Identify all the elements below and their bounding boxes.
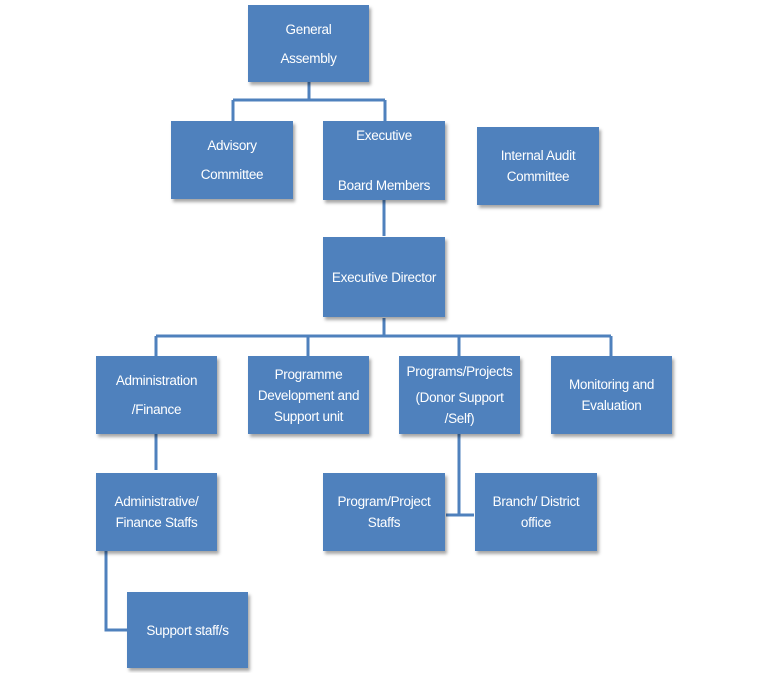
node-label-line: Finance Staffs xyxy=(115,515,198,530)
node-label-line: office xyxy=(520,515,552,530)
connector-ga-to-level2 xyxy=(231,82,387,121)
node-label-line: Committee xyxy=(200,167,264,182)
node-support-staff: Support staff/s xyxy=(127,592,248,668)
node-label-line: /Self) xyxy=(444,411,475,426)
node-label-line: Executive xyxy=(356,128,412,143)
node-admin-finance-staffs: Administrative/ Finance Staffs xyxy=(96,473,217,551)
node-label-line: Support staff/s xyxy=(146,622,229,638)
node-label-line: Internal Audit xyxy=(500,148,576,163)
node-label-line: Board Members xyxy=(337,178,431,193)
connector-programs-to-subunits xyxy=(446,434,474,517)
node-programs-projects: Programs/Projects (Donor Support /Self) xyxy=(399,356,520,434)
node-label-line: Evaluation xyxy=(581,398,642,413)
node-administration-finance: Administration /Finance xyxy=(96,356,217,434)
node-label-line: General xyxy=(285,21,332,37)
node-label-line: Programme xyxy=(274,366,343,382)
node-label-line: Administrative/ xyxy=(114,494,199,509)
node-label-line: Committee xyxy=(506,169,570,184)
node-label-line: Support unit xyxy=(273,408,344,424)
node-label-line: Program/Project xyxy=(337,494,431,509)
node-executive-director: Executive Director xyxy=(323,237,445,317)
connector-staffs-to-support xyxy=(104,551,128,632)
node-label-line: Executive Director xyxy=(331,269,437,285)
node-label-line: Administration xyxy=(115,373,198,388)
node-label-line: /Finance xyxy=(131,402,182,417)
node-label-line: Programs/Projects xyxy=(406,364,513,379)
node-programme-development: Programme Development and Support unit xyxy=(248,356,369,434)
node-label-line: Advisory xyxy=(207,138,257,153)
node-label-line: Branch/ District xyxy=(492,494,580,509)
node-label-line: Assembly xyxy=(280,50,337,66)
node-label-line: Monitoring and xyxy=(568,377,655,392)
node-general-assembly: General Assembly xyxy=(248,5,369,82)
node-label-line: Staffs xyxy=(367,515,401,530)
node-monitoring-evaluation: Monitoring and Evaluation xyxy=(551,356,672,434)
node-label-line: (Donor Support xyxy=(415,390,504,405)
node-branch-district-office: Branch/ District office xyxy=(475,473,597,551)
connector-director-to-departments xyxy=(154,318,613,356)
node-label-line: Development and xyxy=(257,387,360,403)
node-advisory-committee: Advisory Committee xyxy=(171,121,293,199)
node-executive-board: Executive Board Members xyxy=(323,121,445,200)
node-program-project-staffs: Program/Project Staffs xyxy=(323,473,445,551)
node-internal-audit: Internal Audit Committee xyxy=(477,127,599,205)
